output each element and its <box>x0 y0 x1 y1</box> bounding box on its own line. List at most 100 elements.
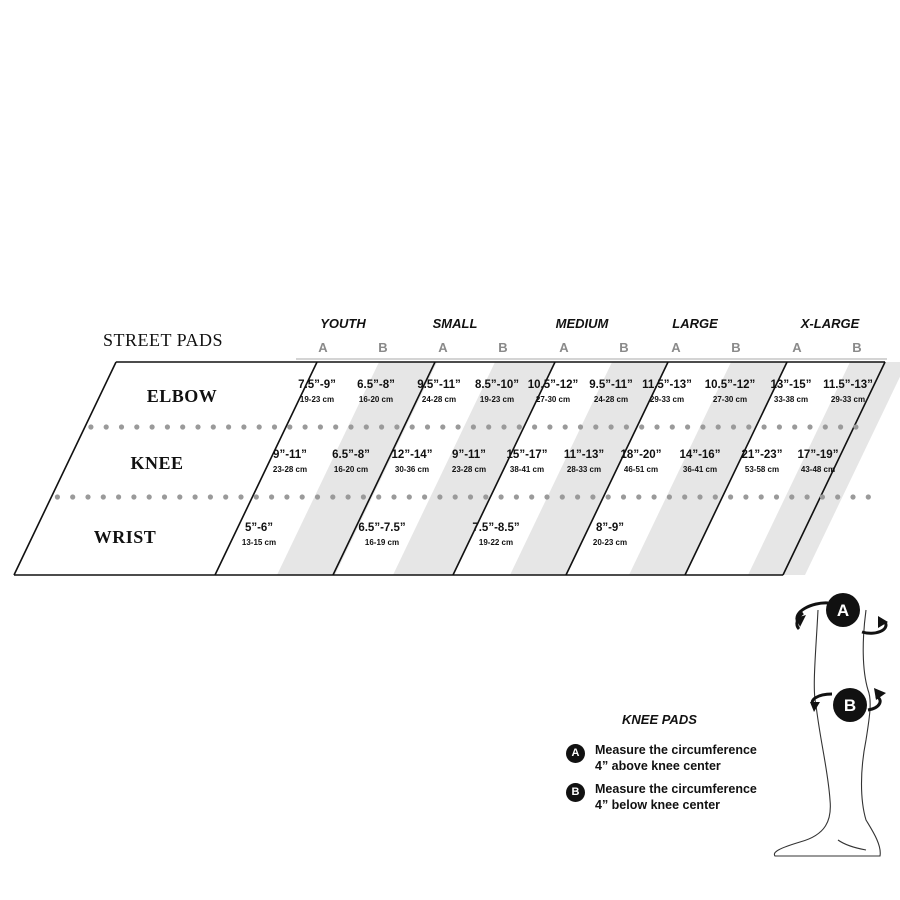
b-column-stripe-3 <box>629 362 788 575</box>
cm-value: 46-51 cm <box>623 464 659 474</box>
column-letter-a: A <box>671 340 681 355</box>
row-separator-dot <box>134 424 140 430</box>
row-separator-dot <box>715 424 721 430</box>
row-separator-dot <box>146 494 152 500</box>
inches-value: 11.5”-13” <box>823 379 873 391</box>
row-separator-dot <box>223 494 229 500</box>
row-separator-dot <box>238 494 244 500</box>
cm-value: 19-23 cm <box>299 394 335 404</box>
row-separator-dot <box>118 424 125 430</box>
inches-value: 17”-19” <box>797 449 839 461</box>
measurement-cell: 15”-17”38-41 cm <box>492 449 562 474</box>
row-separator-dot <box>792 424 798 430</box>
row-separator-dot <box>789 494 795 500</box>
knee-pads-title: KNEE PADS <box>622 712 697 727</box>
cm-value: 23-28 cm <box>272 464 308 474</box>
measurement-cell: 13”-15”33-38 cm <box>756 379 826 404</box>
size-header-small: SMALL <box>432 316 478 331</box>
instruction-a-line2: 4” above knee center <box>595 759 721 773</box>
marker-b-label: B <box>844 696 856 715</box>
row-separator-dot <box>440 424 446 430</box>
inches-value: 15”-17” <box>506 449 548 461</box>
row-separator-dot <box>253 494 259 500</box>
row-separator-dot <box>761 424 767 430</box>
badge-b-icon: B <box>566 783 585 802</box>
size-separator-4 <box>565 361 669 576</box>
cm-value: 43-48 cm <box>800 464 836 474</box>
row-separator-dot <box>287 424 293 430</box>
column-letter-b: B <box>378 340 388 355</box>
instruction-a-line1: Measure the circumference <box>595 743 757 757</box>
row-separator-dot <box>669 424 675 430</box>
row-separator-dot <box>776 424 783 430</box>
inches-value: 9.5”-11” <box>417 379 461 391</box>
row-separator-dot <box>161 494 168 500</box>
row-separator-dot <box>177 494 183 500</box>
column-letter-a: A <box>559 340 569 355</box>
row-separator-dot <box>379 424 385 430</box>
row-separator-dot <box>317 424 323 430</box>
cm-value: 23-28 cm <box>451 464 487 474</box>
frame-right-edge <box>782 361 886 576</box>
row-separator-dot <box>516 424 522 430</box>
size-separator-3 <box>452 361 556 576</box>
cm-value: 20-23 cm <box>592 537 628 547</box>
row-separator-dot <box>394 424 400 430</box>
row-separator-dot <box>226 424 232 430</box>
row-separator-dot <box>116 494 122 500</box>
row-separator-dot <box>498 494 504 500</box>
row-separator-dot <box>700 424 706 430</box>
row-separator-dot <box>623 424 630 430</box>
row-separator-dot <box>666 494 673 500</box>
row-separator-dot <box>180 424 186 430</box>
row-separator-dot <box>271 424 278 430</box>
measurement-cell: 7.5”-8.5”19-22 cm <box>461 522 531 547</box>
cm-value: 28-33 cm <box>566 464 602 474</box>
row-separator-dot <box>88 424 94 430</box>
row-separator-dot <box>853 424 859 430</box>
inches-value: 14”-16” <box>679 449 721 461</box>
row-separator-dot <box>391 494 397 500</box>
b-column-stripe-2 <box>510 362 669 575</box>
row-separator-dot <box>483 494 489 500</box>
inches-value: 8”-9” <box>595 522 625 534</box>
inches-value: 21”-23” <box>741 449 783 461</box>
row-separator-dot <box>577 424 584 430</box>
size-separator-5 <box>684 361 788 576</box>
row-separator-dot <box>685 424 691 430</box>
row-separator-dot <box>345 494 351 500</box>
row-separator-dot <box>639 424 645 430</box>
cm-value: 29-33 cm <box>830 394 866 404</box>
measurement-cell: 11.5”-13” 29-33 cm <box>813 379 883 404</box>
row-separator-dot <box>562 424 568 430</box>
measurement-cell: 8”-9” 20-23 cm <box>575 522 645 547</box>
measurement-cell: 5”-6”13-15 cm <box>224 522 294 547</box>
row-separator-dot <box>437 494 443 500</box>
measurement-cell: 9”-11” 23-28 cm <box>255 449 325 474</box>
marker-a-label: A <box>837 601 849 620</box>
row-separator-dot <box>348 424 354 430</box>
measurement-cell: 9”-11”23-28 cm <box>434 449 504 474</box>
row-separator-dot <box>269 494 275 500</box>
row-separator-dot <box>608 424 614 430</box>
inches-value: 7.5”-8.5” <box>472 522 520 534</box>
row-separator-dot <box>593 424 599 430</box>
size-header-medium: MEDIUM <box>555 316 609 331</box>
inches-value: 5”-6” <box>244 522 274 534</box>
measurement-cell: 10.5”-12”27-30 cm <box>518 379 588 404</box>
cm-value: 36-41 cm <box>682 464 718 474</box>
measurement-cell: 12”-14”30-36 cm <box>377 449 447 474</box>
measurement-cell: 9.5”-11”24-28 cm <box>576 379 646 404</box>
marker-a-icon <box>826 593 860 627</box>
b-column-stripe-1 <box>393 362 556 575</box>
column-letter-a: A <box>318 340 328 355</box>
inches-value: 8.5”-10” <box>474 379 520 391</box>
inches-value: 9”-11” <box>273 449 307 461</box>
cm-value: 33-38 cm <box>773 394 809 404</box>
row-separator-dot <box>207 494 213 500</box>
row-separator-dot <box>452 494 458 500</box>
row-separator-dot <box>529 494 535 500</box>
row-separator-dot <box>284 494 290 500</box>
